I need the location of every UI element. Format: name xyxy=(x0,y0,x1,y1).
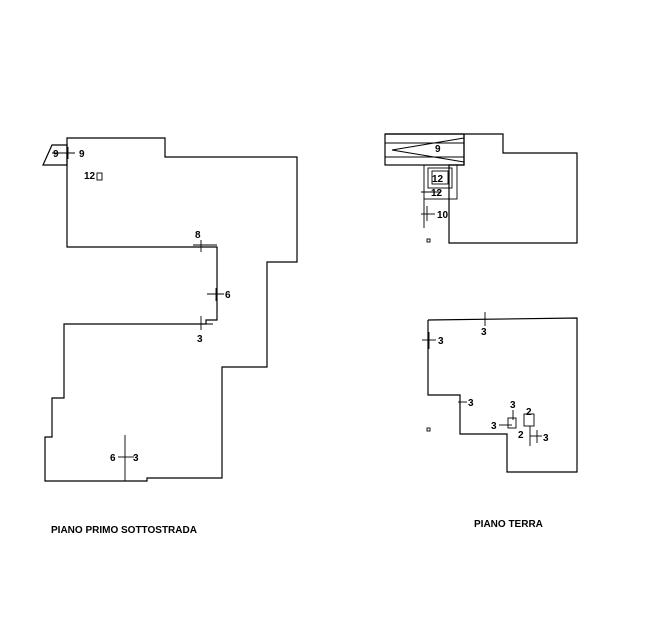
label-12-a: 12 xyxy=(432,174,444,185)
label-3-lower: 3 xyxy=(491,421,497,432)
plan-piano-terra-top: 9 12 12 10 xyxy=(384,133,578,244)
label-12-b: 12 xyxy=(431,188,443,199)
label-3: 3 xyxy=(197,334,203,345)
caption-piano-terra: PIANO TERRA xyxy=(474,519,543,530)
left-plan-outline xyxy=(44,137,298,482)
label-9: 9 xyxy=(435,144,441,155)
stair-diag-2 xyxy=(391,149,465,163)
left-plan-symbol-12 xyxy=(96,172,103,181)
label-2-upper: 2 xyxy=(526,407,532,418)
stair-diag-1 xyxy=(391,137,465,151)
interior-box-1 xyxy=(507,417,517,429)
column-marker xyxy=(426,238,431,243)
label-2-lower: 2 xyxy=(518,430,524,441)
left-plan-wing xyxy=(42,144,68,166)
stairwell-mid xyxy=(427,167,453,189)
label-3-b: 3 xyxy=(133,453,139,464)
label-3-top: 3 xyxy=(481,327,487,338)
label-3-left: 3 xyxy=(438,336,444,347)
stairwell-outer xyxy=(423,164,458,200)
label-3-mid: 3 xyxy=(468,398,474,409)
column-marker-2 xyxy=(426,427,431,432)
interior-box-2 xyxy=(523,413,535,427)
label-9-b: 9 xyxy=(79,149,85,160)
label-6-b: 6 xyxy=(110,453,116,464)
label-10: 10 xyxy=(437,210,449,221)
right-top-outline xyxy=(385,133,578,244)
plan-piano-primo-sottostrada: 9 9 12 8 6 3 6 3 xyxy=(42,137,298,482)
label-9-a: 9 xyxy=(53,149,59,160)
label-12: 12 xyxy=(84,171,96,182)
label-3-upper: 3 xyxy=(510,400,516,411)
caption-piano-primo-sottostrada: PIANO PRIMO SOTTOSTRADA xyxy=(51,525,197,536)
right-bottom-outline xyxy=(427,317,578,473)
plan-piano-terra-bottom: 3 3 3 3 2 3 2 3 xyxy=(422,312,578,473)
label-8: 8 xyxy=(195,230,201,241)
label-6: 6 xyxy=(225,290,231,301)
stairwell-inner xyxy=(431,170,449,185)
label-3-right: 3 xyxy=(543,433,549,444)
